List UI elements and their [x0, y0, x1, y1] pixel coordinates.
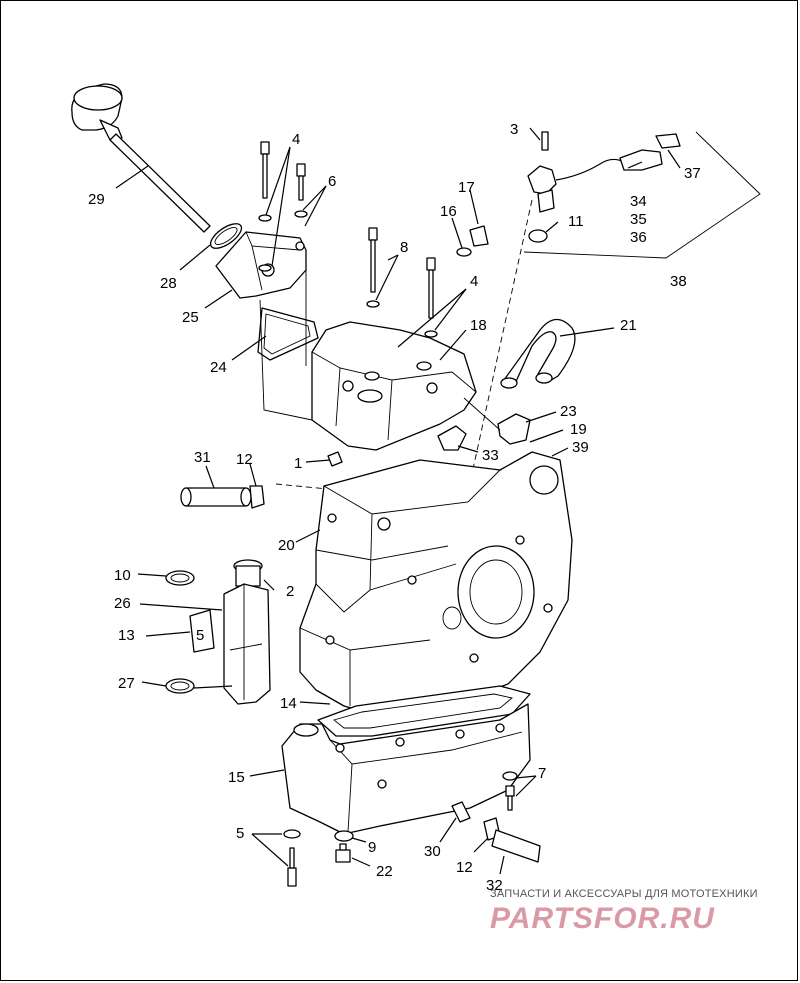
- dipstick-part: [71, 83, 211, 233]
- bolt-8: [366, 227, 380, 308]
- top-cover-part: [311, 321, 477, 451]
- callout-16: 16: [440, 203, 457, 220]
- crankcase-part: [299, 451, 573, 715]
- o-ring-part: [209, 223, 243, 249]
- oil-tank-part: 5: [165, 559, 271, 705]
- callout-3: 3: [510, 121, 518, 138]
- callout-29: 29: [88, 191, 105, 208]
- callout-27: 27: [118, 675, 135, 692]
- sensor-part: [527, 131, 681, 213]
- plug-1-part: [327, 451, 343, 467]
- callout-6: 6: [328, 173, 336, 190]
- bolt-5: [283, 829, 301, 887]
- callout-2: 2: [286, 583, 294, 600]
- fitting-30-part: [451, 801, 471, 823]
- callout-30: 30: [424, 843, 441, 860]
- watermark: ЗАПЧАСТИ И АКСЕССУАРЫ ДЛЯ МОТОТЕХНИКИ PA…: [490, 888, 790, 948]
- callout-12a: 12: [236, 451, 253, 468]
- callout-28: 28: [160, 275, 177, 292]
- callout-35: 35: [630, 211, 647, 228]
- callout-23: 23: [560, 403, 577, 420]
- callout-32: 32: [486, 877, 503, 894]
- callout-31: 31: [194, 449, 211, 466]
- callout-26: 26: [114, 595, 131, 612]
- callout-24: 24: [210, 359, 227, 376]
- callout-19: 19: [570, 421, 587, 438]
- callout-34: 34: [630, 193, 647, 210]
- pan-gasket-part: [317, 685, 531, 737]
- leader-lines: [115, 127, 681, 875]
- callout-10: 10: [114, 567, 131, 584]
- callout-25: 25: [182, 309, 199, 326]
- bolt-4-cover: [424, 257, 438, 338]
- callout-5: 5: [236, 825, 244, 842]
- o-ring-11: [528, 229, 548, 243]
- callout-20: 20: [278, 537, 295, 554]
- fitting-part: [456, 225, 489, 257]
- watermark-logo: PARTSFOR.RU: [490, 902, 715, 935]
- elbow-fitting-part: [437, 413, 531, 451]
- callout-15: 15: [228, 769, 245, 786]
- callout-8: 8: [400, 239, 408, 256]
- gasket-part: [257, 307, 319, 361]
- callout-17: 17: [458, 179, 475, 196]
- callout-37: 37: [684, 165, 701, 182]
- callout-38: 38: [670, 273, 687, 290]
- callout-11: 11: [568, 213, 584, 230]
- callout-22: 22: [376, 863, 393, 880]
- callout-7: 7: [538, 765, 546, 782]
- callout-4a: 4: [292, 131, 300, 148]
- callout-13: 13: [118, 627, 135, 644]
- callout-12b: 12: [456, 859, 473, 876]
- callout-1: 1: [294, 455, 302, 472]
- drain-plug-part: [334, 830, 354, 863]
- callout-labels: 1 2 3 4 4 5 6 7 8 9 10 11 12 12 13 14 15…: [88, 121, 701, 894]
- callout-14: 14: [280, 695, 297, 712]
- oil-pan-part: [281, 703, 531, 835]
- bolt-7: [502, 771, 518, 811]
- bolt-4-upper: [258, 141, 272, 272]
- hose-32-part: [483, 817, 541, 863]
- tube-31-part: [180, 485, 265, 509]
- callout-18: 18: [470, 317, 487, 334]
- svg-text:5: 5: [196, 627, 204, 644]
- breather-hose-part: [500, 318, 576, 389]
- callout-39: 39: [572, 439, 589, 456]
- callout-4b: 4: [470, 273, 478, 290]
- callout-21: 21: [620, 317, 637, 334]
- watermark-tagline: ЗАПЧАСТИ И АКСЕССУАРЫ ДЛЯ МОТОТЕХНИКИ: [490, 888, 758, 900]
- callout-36: 36: [630, 229, 647, 246]
- callout-33: 33: [482, 447, 499, 464]
- callout-9: 9: [368, 839, 376, 856]
- bolt-6: [294, 163, 308, 218]
